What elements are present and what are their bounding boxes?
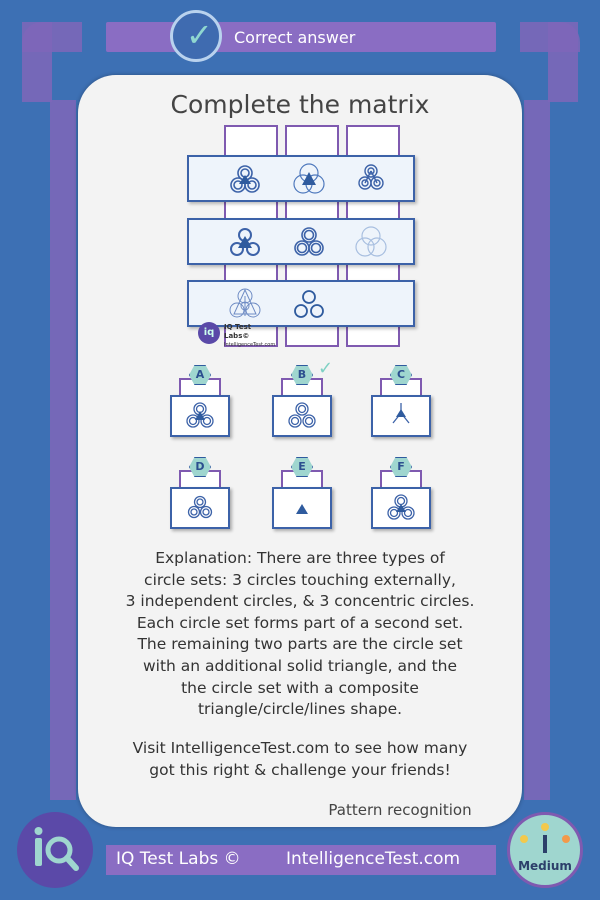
matrix-cell-r3c2 — [283, 282, 335, 327]
option-f-label: F — [390, 457, 412, 477]
option-d-label: D — [189, 457, 211, 477]
difficulty-meter: Medium — [507, 812, 583, 888]
matrix-cell-r2c3 — [345, 220, 397, 265]
explanation-line: circle sets: 3 circles touching external… — [144, 570, 456, 589]
explanation-line: The remaining two parts are the circle s… — [137, 635, 463, 654]
page-title: Complete the matrix — [170, 90, 430, 119]
watermark-line2: IntelligenceTest.com — [224, 342, 276, 348]
matrix-cell-r1c3 — [345, 157, 397, 202]
matrix-row-3 — [187, 280, 415, 327]
frame-left-top — [22, 22, 52, 102]
explanation-line: triangle/circle/lines shape. — [197, 700, 403, 719]
site-link[interactable]: IntelligenceTest.com — [286, 849, 461, 869]
matrix-row-2 — [187, 218, 415, 265]
matrix-cell-r1c1 — [219, 157, 271, 202]
option-a[interactable] — [170, 395, 230, 437]
difficulty-label: Medium — [518, 859, 572, 873]
status-text: Correct answer — [234, 28, 356, 47]
matrix-cell-r1c2 — [283, 157, 335, 202]
iq-logo-icon: iq — [198, 322, 220, 344]
option-d[interactable] — [170, 487, 230, 529]
brand-name: IQ Test Labs © — [116, 849, 241, 869]
matrix-cell-r2c2 — [283, 220, 335, 265]
watermark-line1: IQ Test Labs© — [224, 323, 252, 340]
watermark: iq IQ Test Labs© IntelligenceTest.com — [198, 322, 276, 348]
explanation: Explanation: There are three types of ci… — [100, 548, 500, 721]
footer-banner: IQ Test Labs © IntelligenceTest.com — [106, 845, 496, 875]
top-banner: Correct answer — [106, 22, 496, 52]
explanation-line: with an additional solid triangle, and t… — [142, 656, 458, 675]
option-a-label: A — [189, 365, 211, 385]
watermark-text: IQ Test Labs© IntelligenceTest.com — [224, 323, 276, 350]
explanation-line: 3 independent circles, & 3 concentric ci… — [125, 592, 475, 611]
correct-check-icon: ✓ — [170, 10, 222, 62]
category-label: Pattern recognition — [328, 801, 472, 819]
matrix-cell-r2c1 — [219, 220, 271, 265]
frame-right — [524, 100, 550, 800]
frame-right-top — [548, 22, 578, 102]
option-f[interactable] — [371, 487, 431, 529]
explanation-line: Explanation: There are three types of — [155, 549, 445, 567]
frame-left — [50, 100, 76, 800]
option-c-label: C — [390, 365, 412, 385]
visit-line: got this right & challenge your friends! — [149, 761, 451, 779]
visit-message: Visit IntelligenceTest.com to see how ma… — [100, 737, 500, 781]
correct-check-icon-option-b: ✓ — [318, 358, 334, 379]
matrix-cell-r3c1 — [219, 282, 271, 327]
visit-line: Visit IntelligenceTest.com to see how ma… — [132, 739, 468, 757]
option-b-label: B — [291, 365, 313, 385]
iq-magnifier-logo-icon — [17, 812, 93, 888]
option-b[interactable] — [272, 395, 332, 437]
matrix-row-1 — [187, 155, 415, 202]
option-e-label: E — [291, 457, 313, 477]
explanation-line: the circle set with a composite — [181, 678, 419, 697]
explanation-line: Each circle set forms part of a second s… — [136, 613, 464, 632]
option-c[interactable] — [371, 395, 431, 437]
option-e[interactable] — [272, 487, 332, 529]
